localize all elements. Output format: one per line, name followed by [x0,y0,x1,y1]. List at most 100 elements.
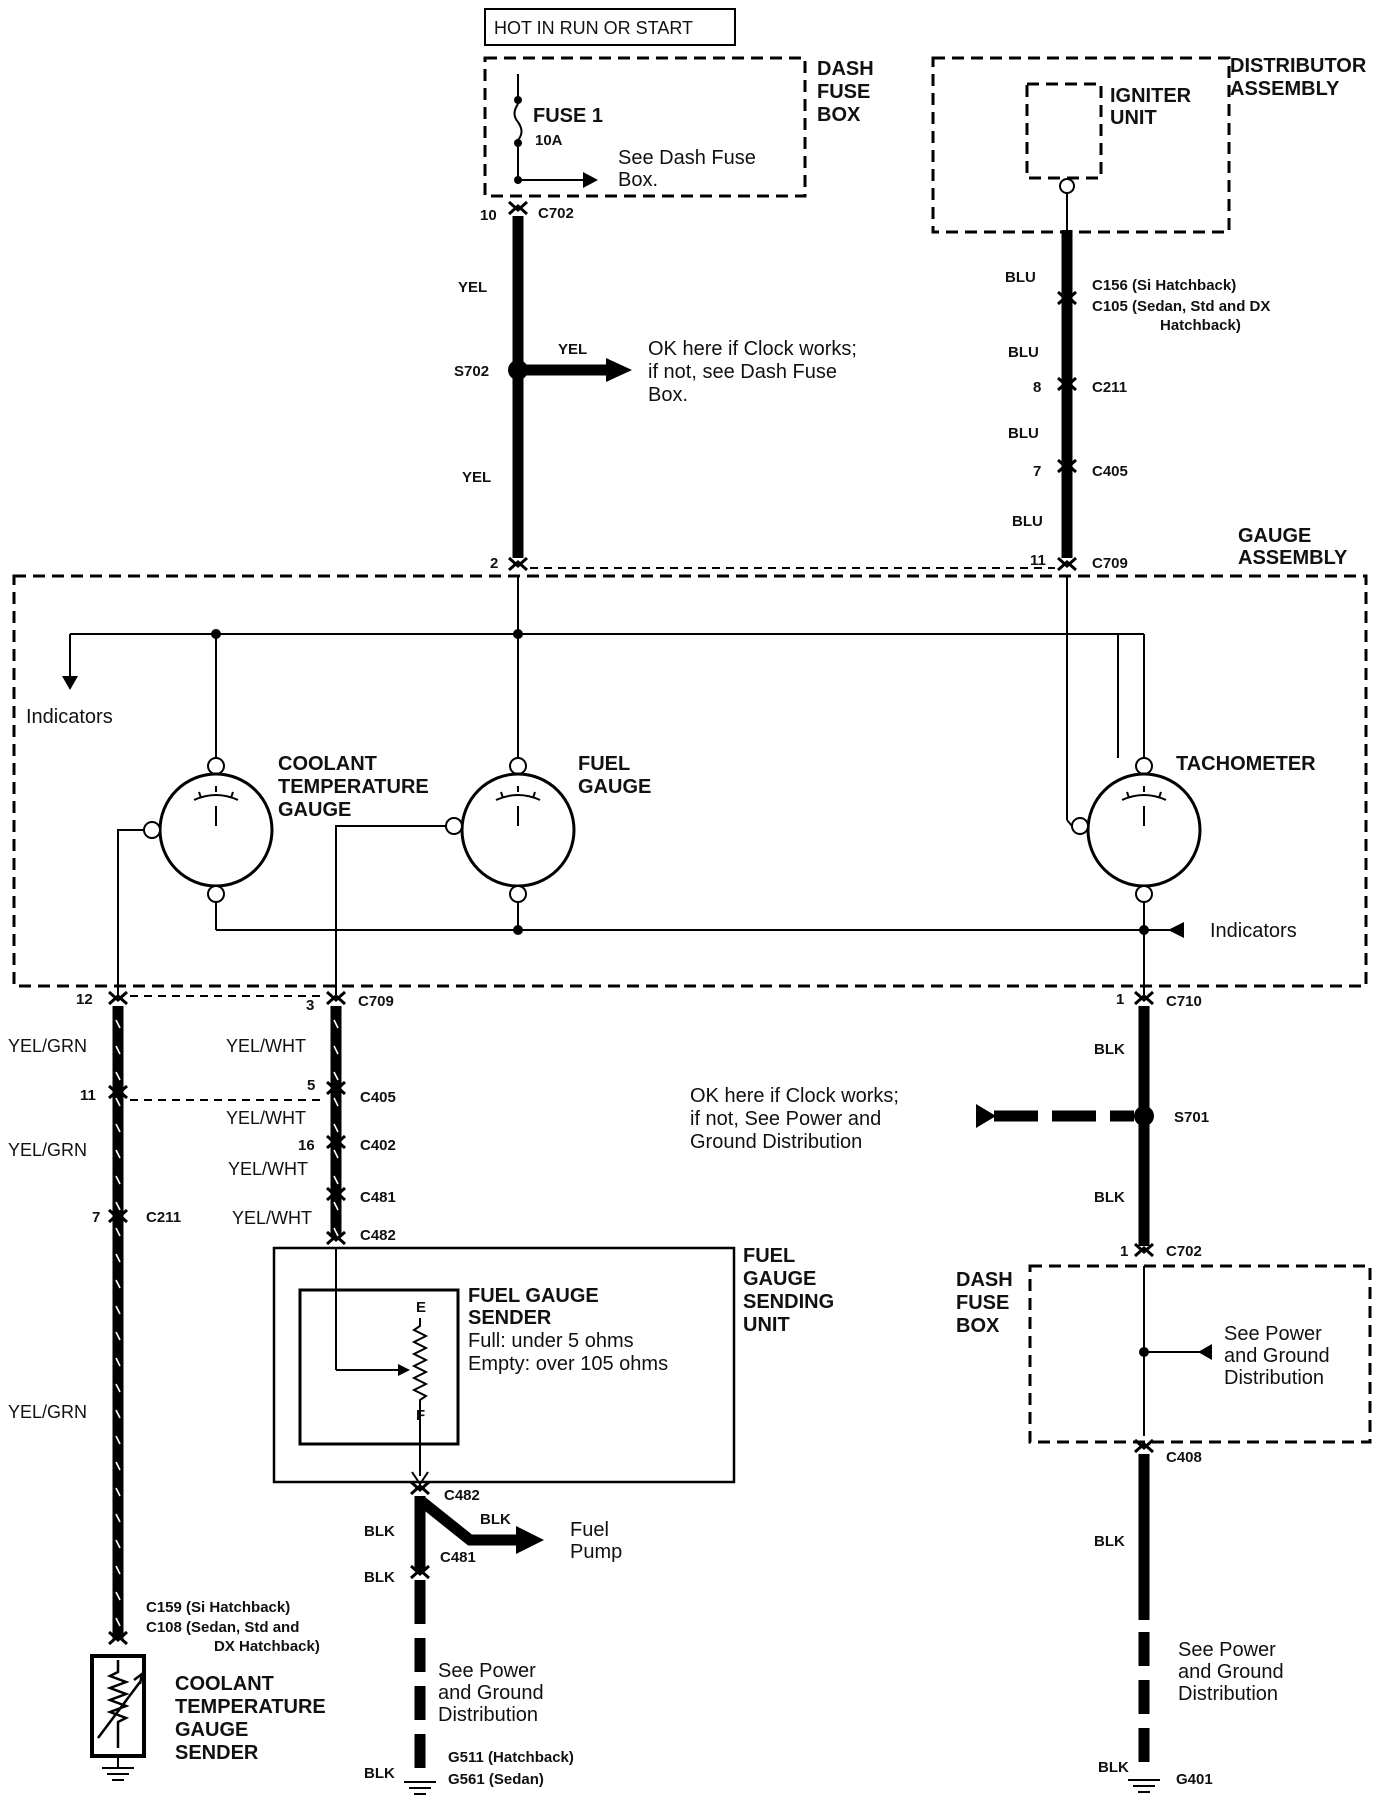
wire-stripe [115,1591,121,1601]
c710-label: C710 [1166,993,1202,1010]
c405-pin: 7 [1033,463,1041,480]
tach-blk-label-4: BLK [1098,1759,1129,1776]
tach-fuse-note-3: Distribution [1224,1367,1324,1389]
arrow-right-icon-2 [606,358,632,382]
gauge-assembly-outline [12,574,1368,988]
thermistor-icon [97,1660,144,1748]
blk-wire-label-2: BLK [364,1523,395,1540]
dash-fuse-box-outline [483,56,807,198]
fuel-c709-label: C709 [358,993,394,1010]
fuel-sender-title: FUEL GAUGE [468,1285,599,1307]
blu-wire-label: BLU [1005,269,1036,286]
blu-wire-label-2: BLU [1008,344,1039,361]
fuel-pin-c405: 5 [307,1077,315,1094]
fuse-rating: 10A [535,132,563,149]
tach-clock-note: OK here if Clock works; [690,1085,899,1107]
fuel-ground-note-2: and Ground [438,1682,544,1704]
wire-stripe [333,1227,339,1237]
ground-icon-3 [1128,1779,1160,1793]
coolant-pin-c405: 11 [80,1087,96,1104]
wire-stripe [115,1617,121,1627]
wire-stripe [115,1227,121,1237]
fuel-wire-label: YEL/WHT [226,1036,306,1056]
clock-note-3: Box. [648,384,688,406]
wire-stripe [333,1201,339,1211]
gauge-assembly-title: GAUGE [1238,525,1311,547]
s701-splice [1134,1106,1154,1126]
wire-stripe [333,1175,339,1185]
arrow-right-icon [583,172,598,188]
tachometer-label: TACHOMETER [1176,753,1316,775]
yel-wire-label: YEL [458,279,487,296]
fuel-c482-lower: C482 [444,1487,480,1504]
blu-wire-label-3: BLU [1008,425,1039,442]
hot-label-box [484,8,736,46]
fuel-gauge-label: FUEL [578,753,630,775]
fuel-c481-lower: C481 [440,1549,476,1566]
fuse-note: See Dash Fuse [618,147,756,169]
fuel-unit-title-3: SENDING [743,1291,834,1313]
fuel-pump-label-2: Pump [570,1541,622,1563]
dash-fuse-box-label-3: BOX [817,104,861,126]
blu-wire-label-4: BLU [1012,513,1043,530]
tachometer-gauge [1071,757,1202,903]
wire-stripe [115,1045,121,1055]
c405-label: C405 [1092,463,1128,480]
distributor-assembly-outline [931,56,1231,234]
igniter-label: IGNITER [1110,85,1192,107]
dash-fuse-box-label: DASH [817,58,874,80]
tach-ground-circuit: 1 C710 BLK S701 OK here if Clock works; … [690,990,1372,1793]
fuel-wire-label-2: YEL/WHT [226,1108,306,1128]
tach-ground-note: See Power [1178,1639,1276,1661]
fuel-full-spec: Full: under 5 ohms [468,1330,634,1352]
wire-stripe [115,1461,121,1471]
blk-wire-label: BLK [480,1511,511,1528]
yel-wire-label-2: YEL [462,469,491,486]
gauge-dial-icon-2 [495,786,541,826]
fuel-unit-title-2: GAUGE [743,1268,816,1290]
wire-stripe [333,1071,339,1081]
fuel-unit-title: FUEL [743,1245,795,1267]
tach-blk-label: BLK [1094,1041,1125,1058]
c211-label: C211 [1092,379,1127,396]
coolant-wire-label-2: YEL/GRN [8,1140,87,1160]
c709-pin: 11 [1030,552,1046,569]
c156-label: C156 (Si Hatchback) [1092,277,1236,294]
fuse-note-2: Box. [618,169,658,191]
wire-stripe [115,1279,121,1289]
tach-dash-fuse-label-2: FUSE [956,1292,1009,1314]
fuel-pin-c402: 16 [298,1137,315,1154]
c709-label: C709 [1092,555,1128,572]
ground-icon-2 [404,1781,436,1795]
s702-splice [508,360,528,380]
gauge-pin: 2 [490,555,498,572]
hot-label: HOT IN RUN OR START [494,18,693,38]
fuse-name: FUSE 1 [533,105,603,127]
s701-label: S701 [1174,1109,1209,1126]
g401-label: G401 [1176,1771,1213,1788]
ground-icon [102,1767,134,1781]
s702-label: S702 [454,363,489,380]
igniter-unit-outline [1025,82,1103,180]
c211-pin: 8 [1033,379,1041,396]
wire-stripe [115,1513,121,1523]
coolant-temperature-gauge [143,757,274,903]
wire-stripe [333,1019,339,1029]
fuel-sender-box [298,1288,460,1446]
wire-stripe [115,1409,121,1419]
coolant-gauge-label-2: TEMPERATURE [278,776,429,798]
wire-stripe [115,1019,121,1029]
tach-c702-pin: 1 [1120,1243,1128,1260]
fuel-empty-spec: Empty: over 105 ohms [468,1353,668,1375]
coolant-pin-c709: 12 [76,991,93,1008]
wire-stripe [115,1071,121,1081]
tach-clock-note-2: if not, See Power and [690,1108,881,1130]
wire-stripe [115,1305,121,1315]
power-feed: HOT IN RUN OR START DASH FUSE BOX FUSE 1… [454,8,874,572]
gauge-dial-icon-3 [1121,786,1167,826]
fuel-sender-title-2: SENDER [468,1307,552,1329]
arrow-left-icon-4 [1198,1344,1212,1360]
fuel-e-label: E [416,1299,426,1316]
g511-label: G511 (Hatchback) [448,1749,574,1766]
c710-pin: 1 [1116,991,1124,1008]
